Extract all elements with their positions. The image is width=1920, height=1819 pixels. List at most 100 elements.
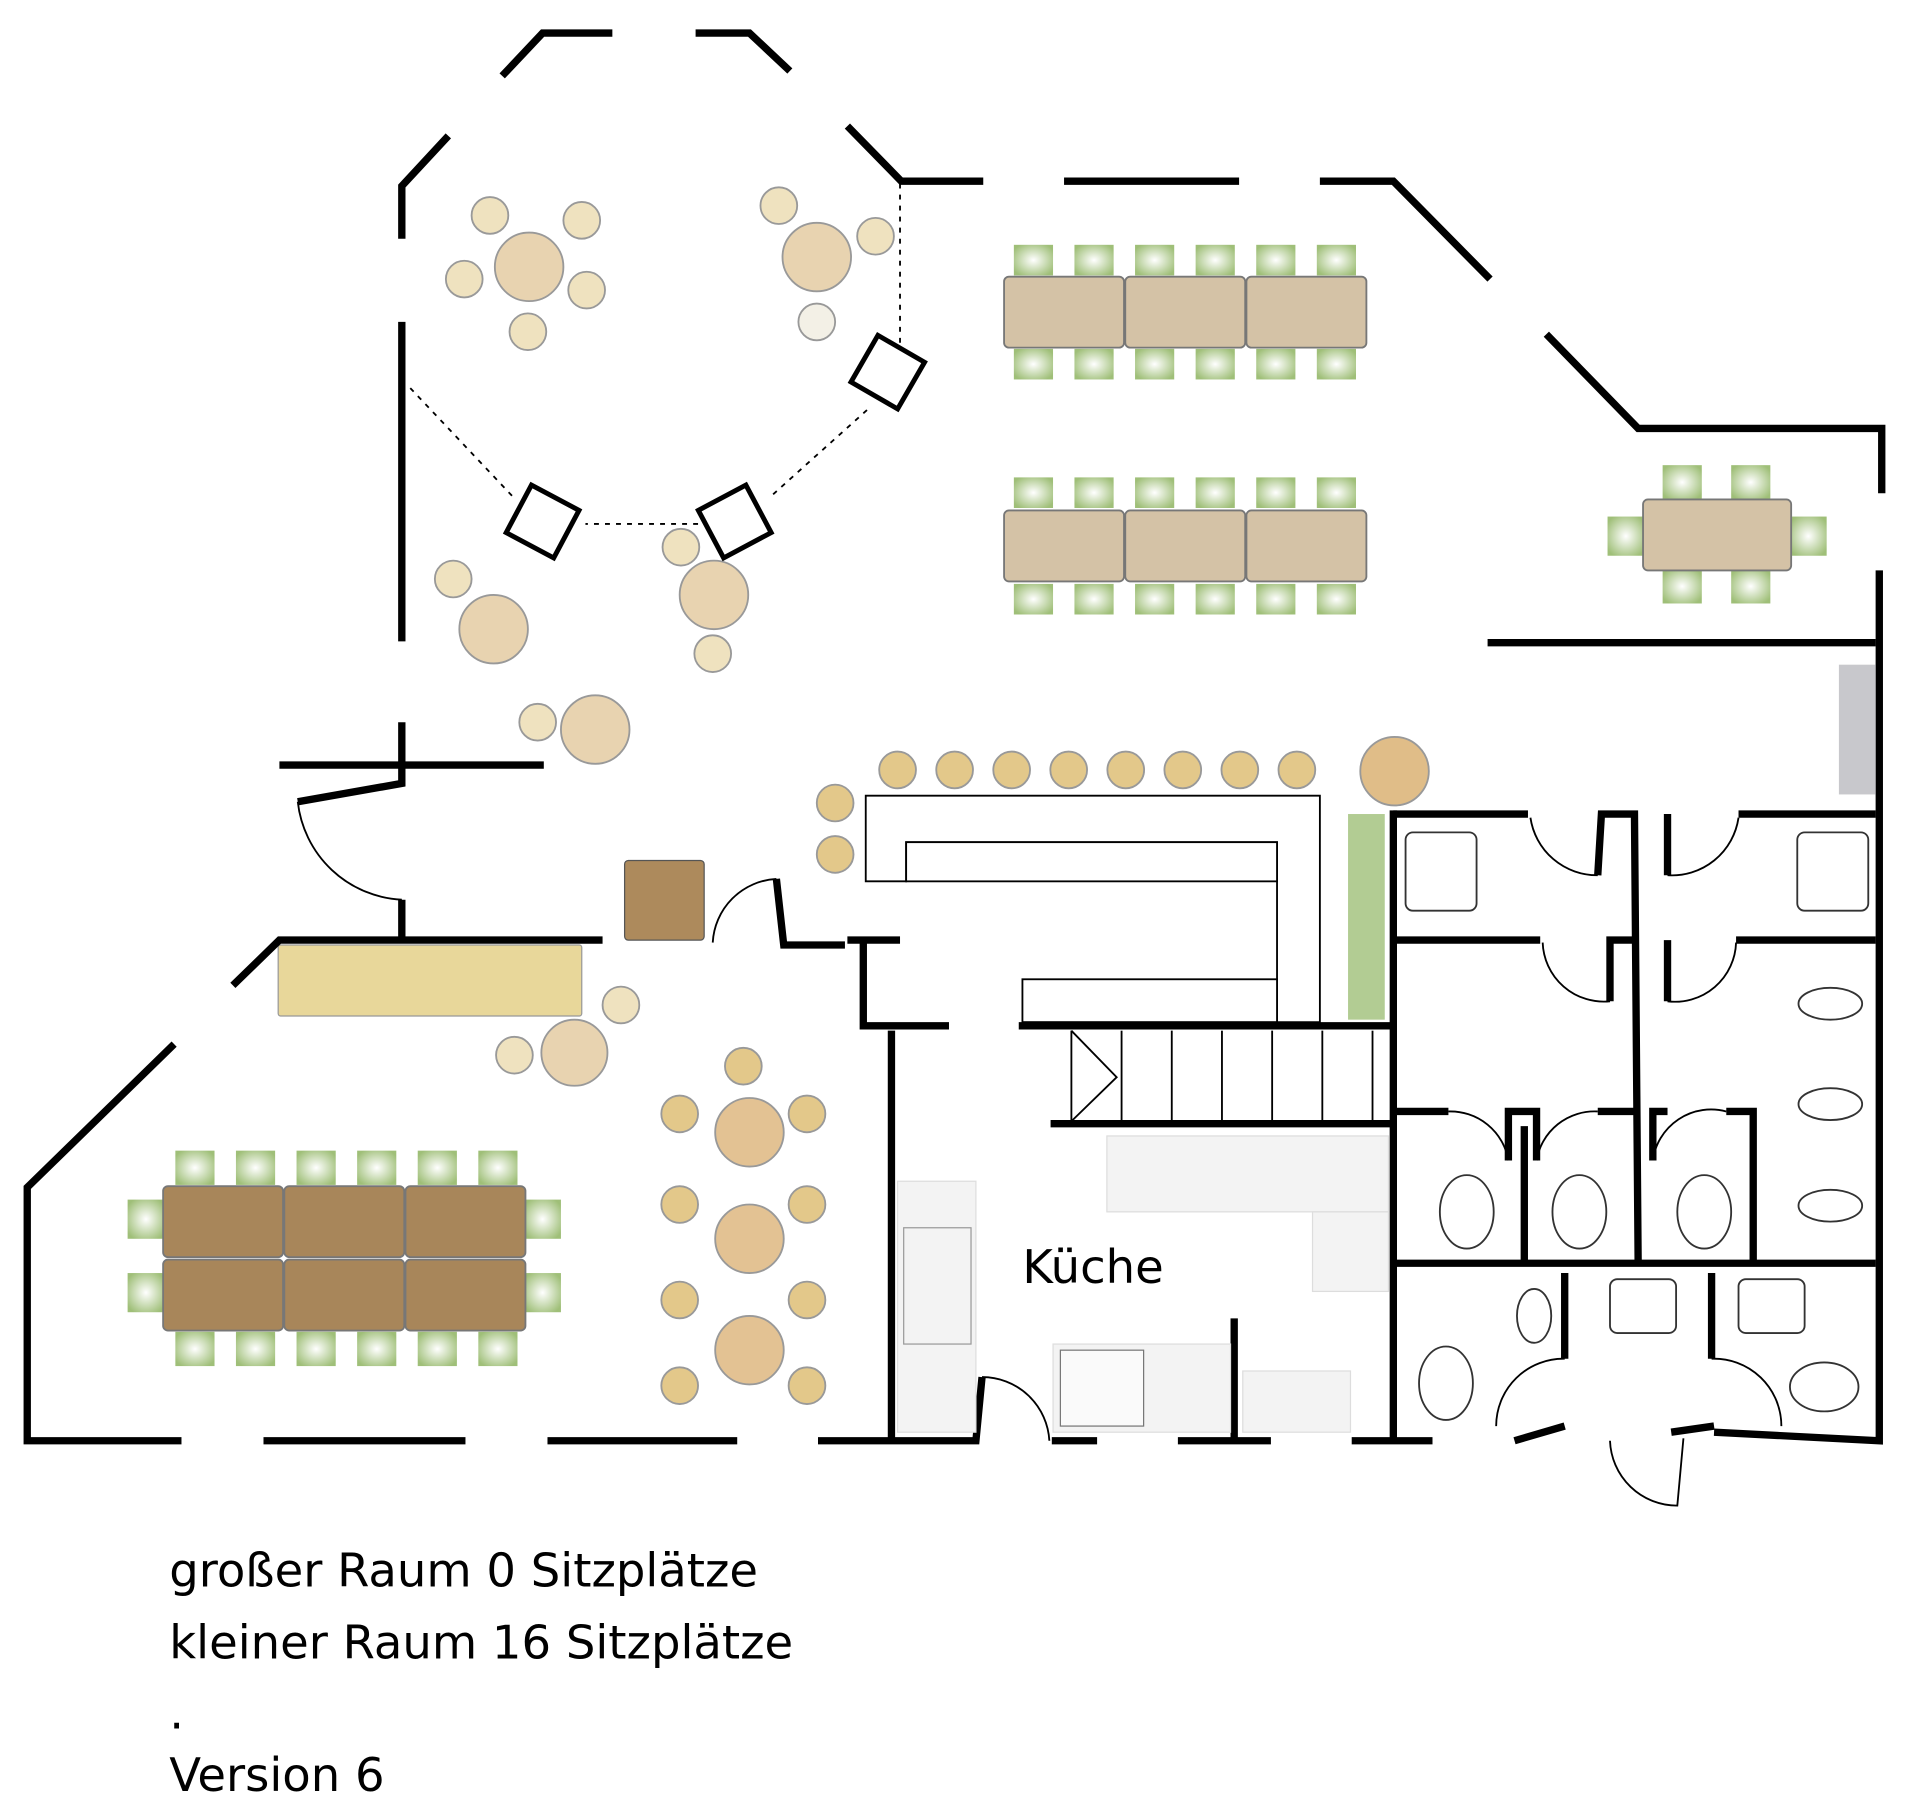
bar-stool [1106,750,1146,790]
table [404,1258,527,1332]
table [1124,509,1247,583]
round-chair [470,196,510,235]
round-table [540,1018,609,1087]
round-table [678,559,750,631]
chair [127,1273,165,1313]
stool [660,1185,699,1224]
kitchen-label: Küche [1022,1240,1163,1294]
round-chair [495,1035,534,1075]
chair [1662,465,1702,500]
chair [296,1331,336,1367]
table [1003,509,1125,583]
round-table [714,1314,785,1386]
bar-stool [1163,750,1203,790]
chair [1316,244,1356,276]
chair [1662,569,1702,604]
chair [1256,348,1296,380]
round-chair [759,186,799,225]
chair [1607,516,1645,556]
stool [787,1185,827,1224]
toilet [1438,1174,1495,1250]
bench [277,944,583,1017]
round-chair [444,259,484,299]
bar-stool [815,783,855,823]
chair [357,1150,397,1185]
table [1124,275,1247,349]
bar-shelf [1348,814,1385,1020]
table [283,1258,406,1332]
chair [1013,348,1054,380]
stool [660,1366,699,1405]
bar-stool [878,750,917,790]
chair [1074,348,1114,380]
chair [1074,477,1114,508]
table [1245,275,1368,349]
furniture-layer [127,186,1870,1421]
walls [23,29,1886,1445]
legend-line-large-room: großer Raum 0 Sitzplätze [169,1543,758,1597]
bar-stool [1220,750,1260,790]
stool [787,1366,827,1405]
chair [175,1150,215,1185]
bar-stool [992,750,1031,790]
chair [127,1199,165,1239]
chair [235,1331,276,1367]
staircase [1070,1030,1374,1122]
chair [1316,477,1356,508]
chair [1195,348,1235,380]
chair [478,1331,518,1367]
chair [1135,244,1175,276]
round-chair [518,702,557,742]
toilet [1797,986,1864,1021]
chair [1074,244,1114,276]
toilet [1789,1361,1860,1413]
chair [1256,477,1296,508]
chair [524,1273,561,1313]
bar-stool [815,835,855,874]
round-chair [508,312,548,352]
bar-stool [1277,750,1317,790]
sink [1737,1278,1806,1334]
chair [1316,348,1356,380]
stool [787,1280,827,1320]
kitchen-fixtures [896,1135,1390,1433]
toilet [1676,1174,1733,1250]
table [1245,509,1368,583]
round-table [781,221,852,293]
chair [1256,244,1296,276]
stool [787,1094,827,1134]
legend-line-small-room: kleiner Raum 16 Sitzplätze [169,1616,793,1670]
round-table [493,231,565,303]
table [1003,275,1125,349]
chair [478,1150,518,1185]
chair [296,1150,336,1185]
chair [235,1150,276,1185]
chair [357,1331,397,1367]
round-chair [567,270,606,310]
round-table [714,1203,785,1274]
chair [1135,348,1175,380]
round-table [714,1097,785,1168]
stool [660,1094,699,1134]
stool [724,1046,763,1086]
toilet [1551,1174,1608,1250]
round-chair [693,634,733,673]
chair [1195,477,1235,508]
pillars [502,331,928,562]
chair [1013,583,1054,615]
chair [417,1331,457,1367]
chair [1316,583,1356,615]
round-chair [797,302,837,342]
chair [1256,583,1296,615]
cabinet [623,859,705,941]
chair [1013,244,1054,276]
sink [1796,831,1870,912]
round-table [1359,735,1430,807]
round-chair [661,527,701,567]
bar-stool [935,750,974,790]
round-chair [601,985,641,1025]
chair [1789,516,1827,556]
toilet [1516,1288,1553,1344]
stool [660,1280,699,1320]
